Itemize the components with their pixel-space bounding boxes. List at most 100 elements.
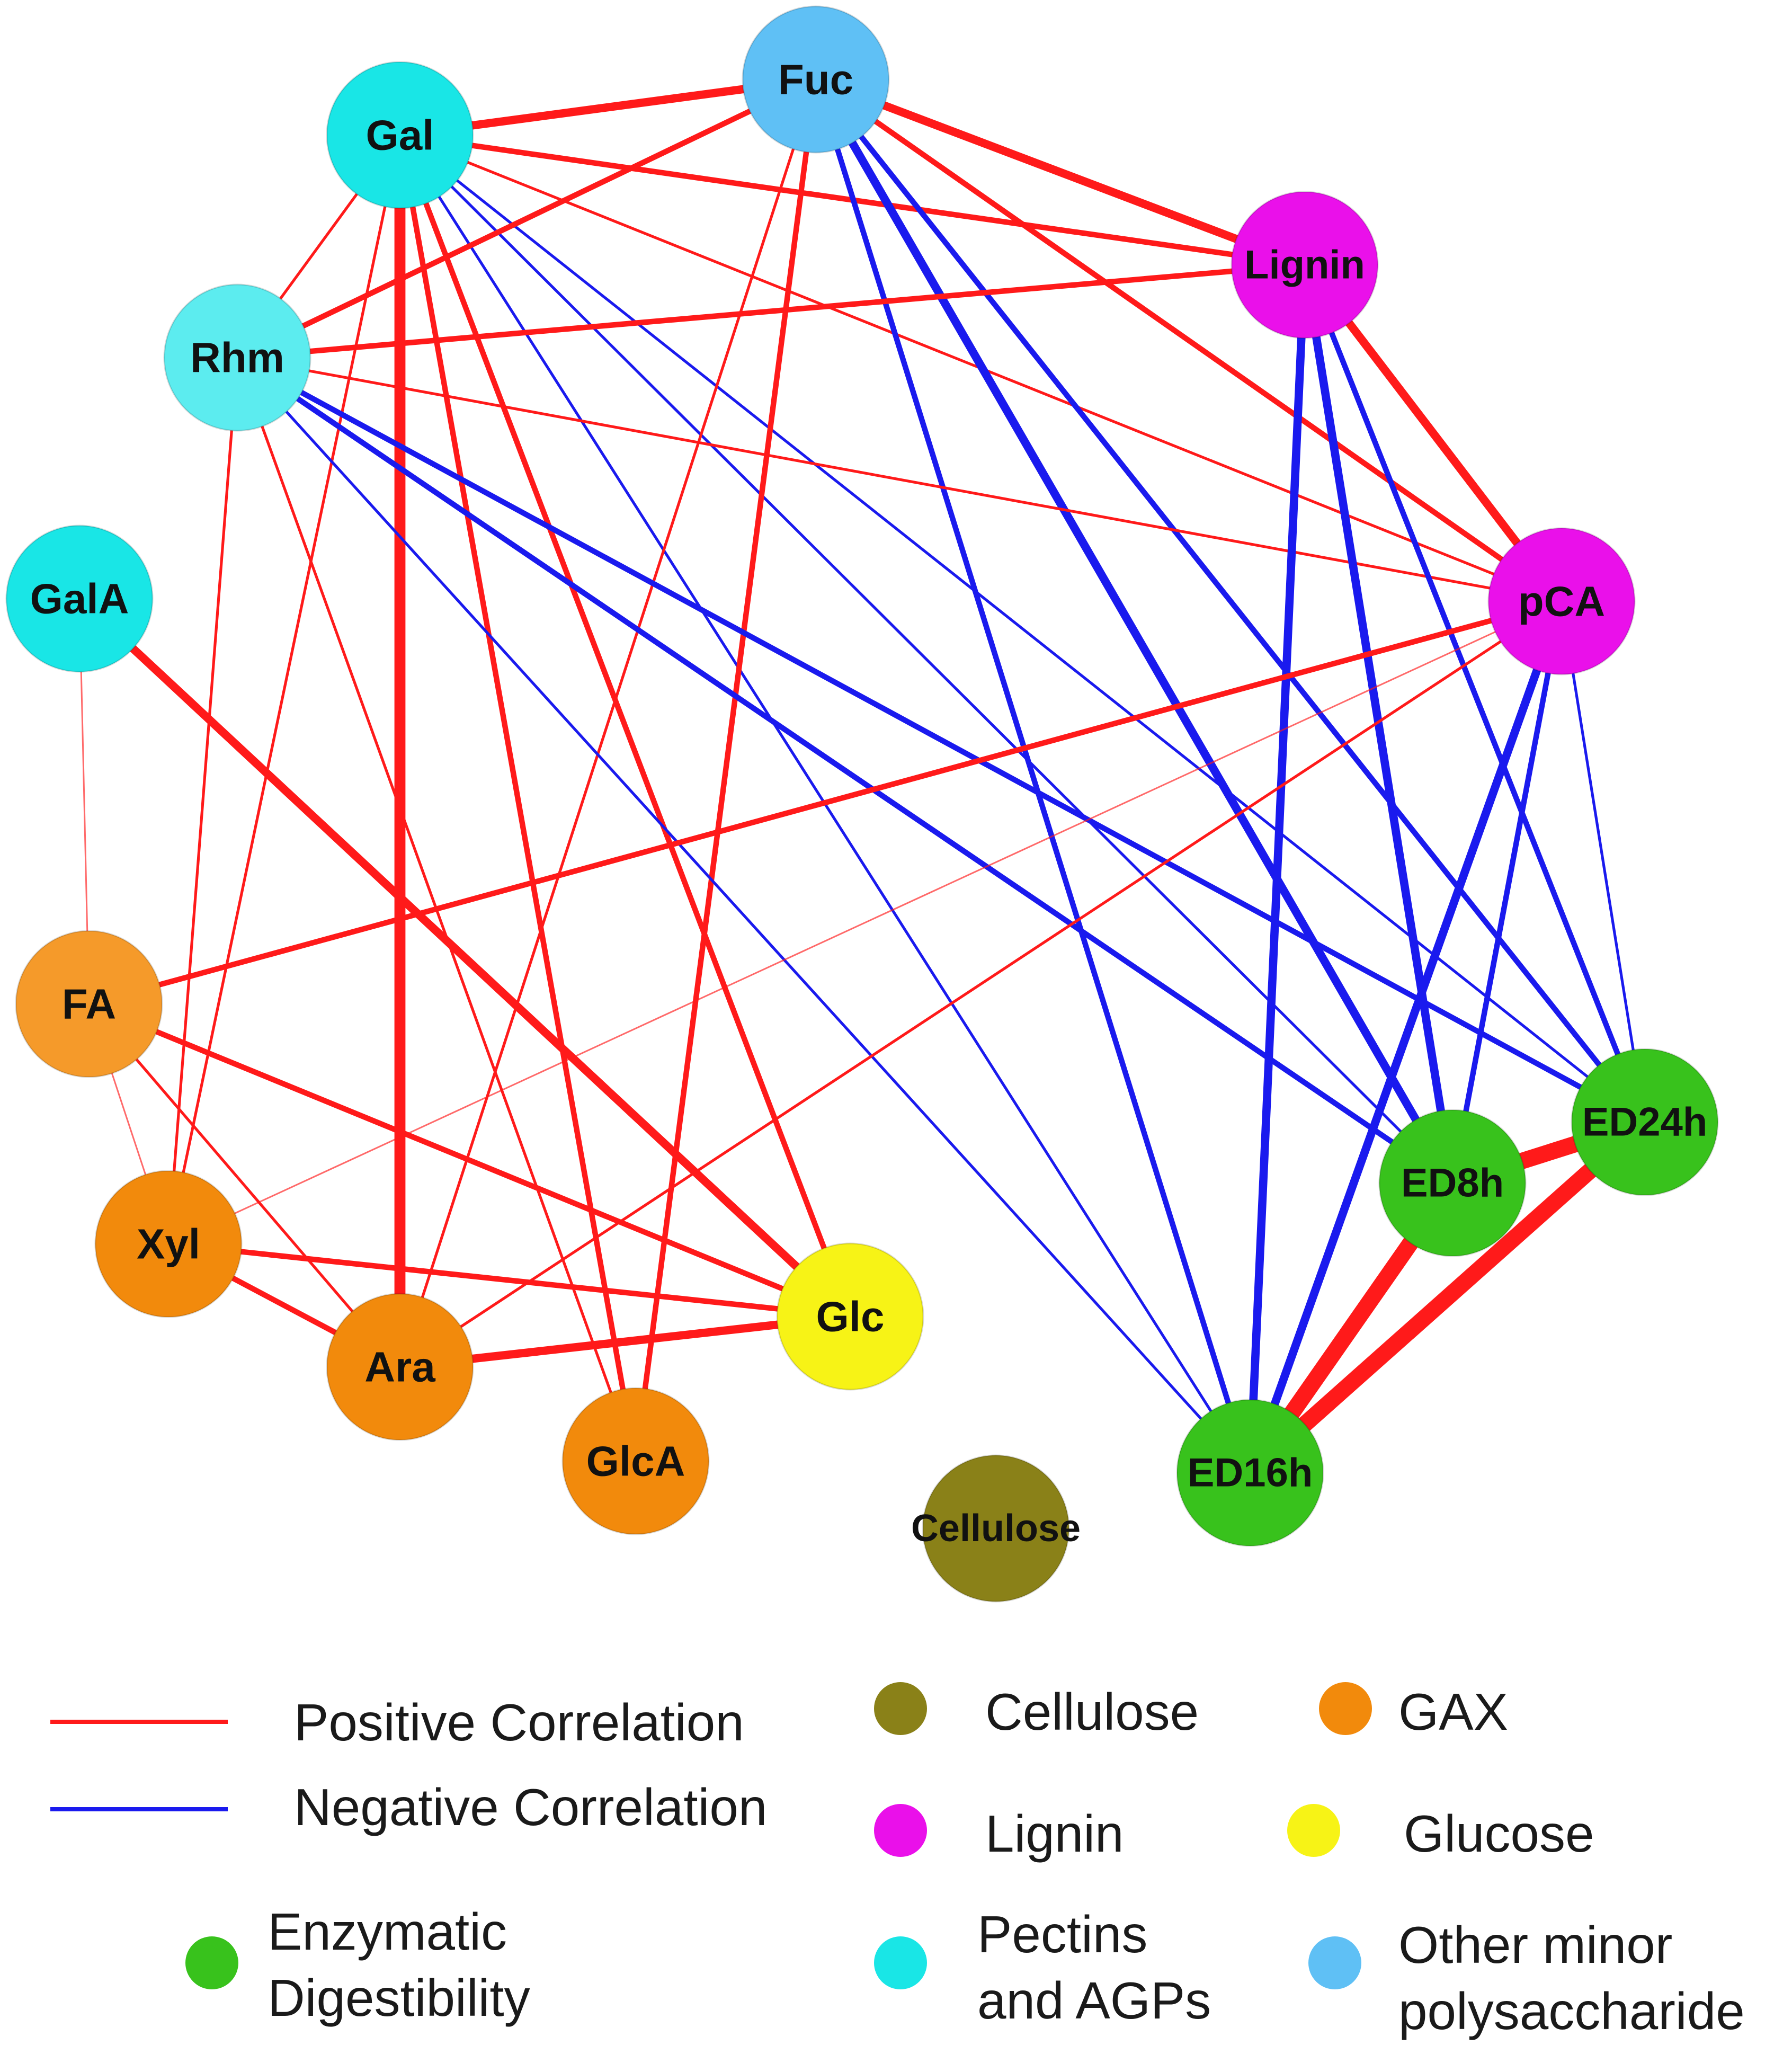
node-ara: Ara — [326, 1293, 474, 1441]
node-circle-ed24h — [1571, 1048, 1719, 1196]
node-circle-glca — [561, 1387, 710, 1535]
node-cellulose: Cellulose — [911, 1454, 1081, 1603]
legend-dot-4 — [185, 1936, 238, 1989]
node-xyl: Xyl — [94, 1170, 243, 1318]
node-label-ara: Ara — [364, 1344, 435, 1391]
node-ed24h: ED24h — [1571, 1048, 1719, 1196]
legend-item-1: GAX — [1319, 1682, 1508, 1741]
legend-negative-label: Negative Correlation — [294, 1778, 767, 1836]
edge-fuc-ara — [398, 78, 817, 1368]
node-pca: pCA — [1487, 527, 1636, 675]
legend-dot-5 — [874, 1936, 927, 1989]
edge-rhm-pca — [236, 356, 1563, 603]
edge-rhm-ed24h — [234, 354, 1648, 1125]
node-ed16h: ED16h — [1176, 1399, 1324, 1547]
node-circle-gal — [326, 61, 474, 209]
node-glca: GlcA — [561, 1387, 710, 1535]
node-gala: GalA — [5, 524, 154, 673]
edge-gal-ed8h — [398, 134, 1454, 1185]
node-label-lignin: Lignin — [1244, 243, 1365, 288]
edge-pca-ed16h — [1246, 597, 1566, 1477]
node-circle-cellulose — [922, 1454, 1070, 1603]
node-label-fa: FA — [62, 981, 116, 1028]
edge-fa-glc — [86, 1001, 853, 1320]
node-label-ed16h: ED16h — [1188, 1451, 1313, 1496]
node-label-ed24h: ED24h — [1582, 1100, 1708, 1145]
edge-fa-ara — [87, 1002, 402, 1368]
node-circle-ara — [326, 1293, 474, 1441]
node-label-glc: Glc — [816, 1293, 885, 1340]
edge-pca-fa — [86, 598, 1565, 1007]
edge-ed16h-ed24h — [1242, 1114, 1653, 1481]
node-rhm: Rhm — [163, 283, 311, 432]
edge-gala-glc — [75, 594, 854, 1321]
legend-item-2: Lignin — [874, 1804, 1124, 1863]
node-label-ed8h: ED8h — [1401, 1161, 1504, 1206]
edge-fuc-pca — [813, 76, 1565, 604]
legend-dot-1 — [1319, 1682, 1372, 1735]
legend-positive-label: Positive Correlation — [294, 1693, 744, 1751]
edge-pca-ed8h — [1449, 598, 1565, 1186]
edge-fuc-ed16h — [813, 76, 1253, 1476]
node-circle-fuc — [742, 5, 890, 154]
node-circle-glc — [776, 1242, 924, 1391]
edge-rhm-ed8h — [234, 354, 1456, 1186]
edge-rhm-ed16h — [236, 356, 1252, 1474]
node-label-rhm: Rhm — [190, 334, 284, 381]
edge-gal-glca — [397, 132, 639, 1464]
node-lignin: Lignin — [1231, 191, 1379, 339]
legend-label-2: Lignin — [985, 1804, 1124, 1863]
legend-dot-3 — [1287, 1804, 1340, 1857]
node-fa: FA — [15, 930, 163, 1078]
node-label-gal: Gal — [366, 112, 434, 159]
node-gal: Gal — [326, 61, 474, 209]
edge-fuc-rhm — [234, 76, 819, 361]
legend: Positive Correlation Negative Correlatio… — [50, 1682, 1745, 2040]
node-ed8h: ED8h — [1378, 1109, 1527, 1257]
node-label-cellulose: Cellulose — [911, 1507, 1081, 1550]
edge-pca-xyl — [167, 600, 1563, 1245]
node-circle-pca — [1487, 527, 1636, 675]
edge-rhm-xyl — [167, 356, 239, 1246]
edge-fuc-ed8h — [812, 75, 1457, 1187]
legend-label-0: Cellulose — [985, 1683, 1199, 1741]
node-circle-fa — [15, 930, 163, 1078]
node-label-fuc: Fuc — [778, 56, 853, 103]
legend-item-0: Cellulose — [874, 1682, 1199, 1741]
legend-item-3: Glucose — [1287, 1804, 1594, 1863]
node-fuc: Fuc — [742, 5, 890, 154]
edge-rhm-lignin — [234, 262, 1308, 361]
legend-dot-0 — [874, 1682, 927, 1735]
edge-pca-ed24h — [1560, 600, 1646, 1124]
edge-gal-xyl — [167, 134, 402, 1246]
edge-pca-ara — [398, 600, 1563, 1368]
legend-label-1: GAX — [1398, 1683, 1508, 1741]
legend-dot-6 — [1308, 1936, 1361, 1989]
node-label-glca: GlcA — [586, 1438, 685, 1485]
node-circle-xyl — [94, 1170, 243, 1318]
node-circle-ed16h — [1176, 1399, 1324, 1547]
edge-ara-glc — [396, 1312, 854, 1371]
node-glc: Glc — [776, 1242, 924, 1391]
edge-fuc-ed24h — [813, 76, 1648, 1125]
node-label-xyl: Xyl — [137, 1221, 200, 1268]
node-circle-gala — [5, 524, 154, 673]
legend-dot-2 — [874, 1804, 927, 1857]
edge-lignin-ed16h — [1246, 261, 1309, 1477]
edge-lignin-ed8h — [1300, 261, 1457, 1187]
node-label-gala: GalA — [30, 575, 129, 623]
edge-fuc-lignin — [812, 75, 1309, 269]
node-circle-lignin — [1231, 191, 1379, 339]
edge-xyl-glc — [165, 1241, 853, 1320]
legend-label-3: Glucose — [1404, 1804, 1594, 1863]
node-circle-ed8h — [1378, 1109, 1527, 1257]
node-circle-rhm — [163, 283, 311, 432]
